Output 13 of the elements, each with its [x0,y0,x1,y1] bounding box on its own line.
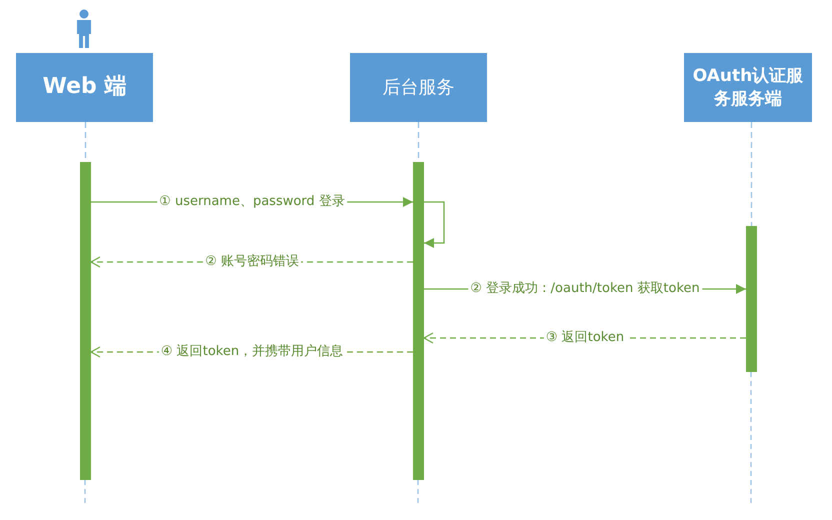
edge-label: ① username、password 登录 [157,194,347,210]
self-message-arrow [424,201,445,248]
edge-label: ④ 返回token，并携带用户信息 [158,344,346,360]
edge-label: ② 登录成功 : /oauth/token 获取token [468,281,702,297]
activation-bar [413,162,424,480]
edge-label: ③ 返回token [544,330,626,346]
lifeline [750,122,752,226]
participant-box: OAuth认证服务服务端 [684,53,812,122]
participant-box: Web 端 [16,53,153,122]
activation-bar [80,162,91,480]
activation-bar [746,226,757,372]
edge-label: ② 账号密码错误 [203,254,301,270]
participant-box: 后台服务 [350,53,487,122]
